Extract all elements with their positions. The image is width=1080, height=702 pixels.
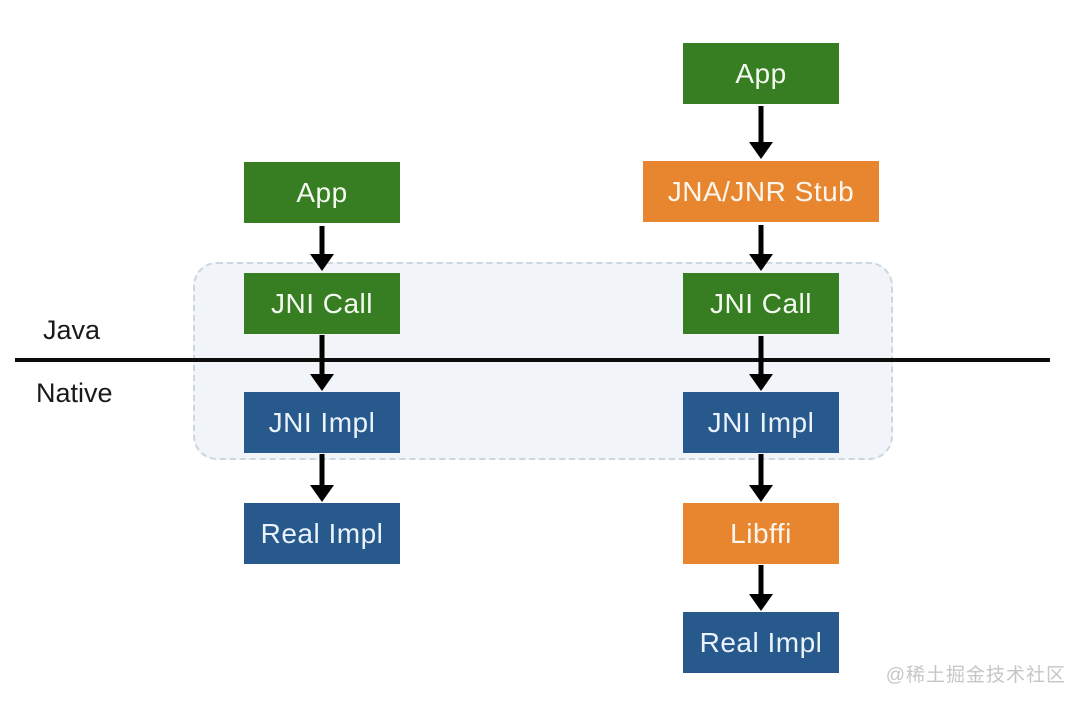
arrow-left-jnicall-to-jniimpl: [309, 335, 335, 391]
node-right-jni-impl: JNI Impl: [683, 392, 839, 453]
arrow-shaft: [319, 335, 325, 378]
node-left-real-impl: Real Impl: [244, 503, 400, 564]
arrow-left-jniimpl-to-realimpl: [309, 454, 335, 502]
node-right-jni-call: JNI Call: [683, 273, 839, 334]
node-right-jna-jnr-stub: JNA/JNR Stub: [643, 161, 879, 222]
arrow-shaft: [758, 454, 764, 489]
layer-label-native: Native: [36, 378, 113, 408]
arrow-shaft: [758, 565, 764, 598]
node-right-libffi: Libffi: [683, 503, 839, 564]
layer-label-java: Java: [43, 315, 101, 345]
arrow-shaft: [758, 106, 764, 146]
arrow-right-libffi-to-realimpl: [748, 565, 774, 611]
node-right-app: App: [683, 43, 839, 104]
arrow-shaft: [758, 336, 764, 378]
node-left-app: App: [244, 162, 400, 223]
node-left-jni-impl: JNI Impl: [244, 392, 400, 453]
arrow-right-jnicall-to-jniimpl: [748, 336, 774, 391]
arrow-head-icon: [310, 374, 334, 391]
arrow-head-icon: [749, 485, 773, 502]
arrow-right-stub-to-jnicall: [748, 225, 774, 271]
arrow-head-icon: [749, 374, 773, 391]
arrow-head-icon: [749, 142, 773, 159]
arrow-left-app-to-jnicall: [309, 226, 335, 271]
arrow-head-icon: [310, 254, 334, 271]
arrow-head-icon: [749, 254, 773, 271]
arrow-shaft: [758, 225, 764, 258]
arrow-head-icon: [749, 594, 773, 611]
arrow-head-icon: [310, 485, 334, 502]
arrow-right-jniimpl-to-libffi: [748, 454, 774, 502]
node-left-jni-call: JNI Call: [244, 273, 400, 334]
arrow-right-app-to-stub: [748, 106, 774, 159]
arrow-shaft: [319, 226, 325, 258]
watermark-text: @稀土掘金技术社区: [885, 665, 1066, 686]
node-right-real-impl: Real Impl: [683, 612, 839, 673]
arrow-shaft: [319, 454, 325, 489]
java-native-divider-line: [15, 358, 1050, 362]
